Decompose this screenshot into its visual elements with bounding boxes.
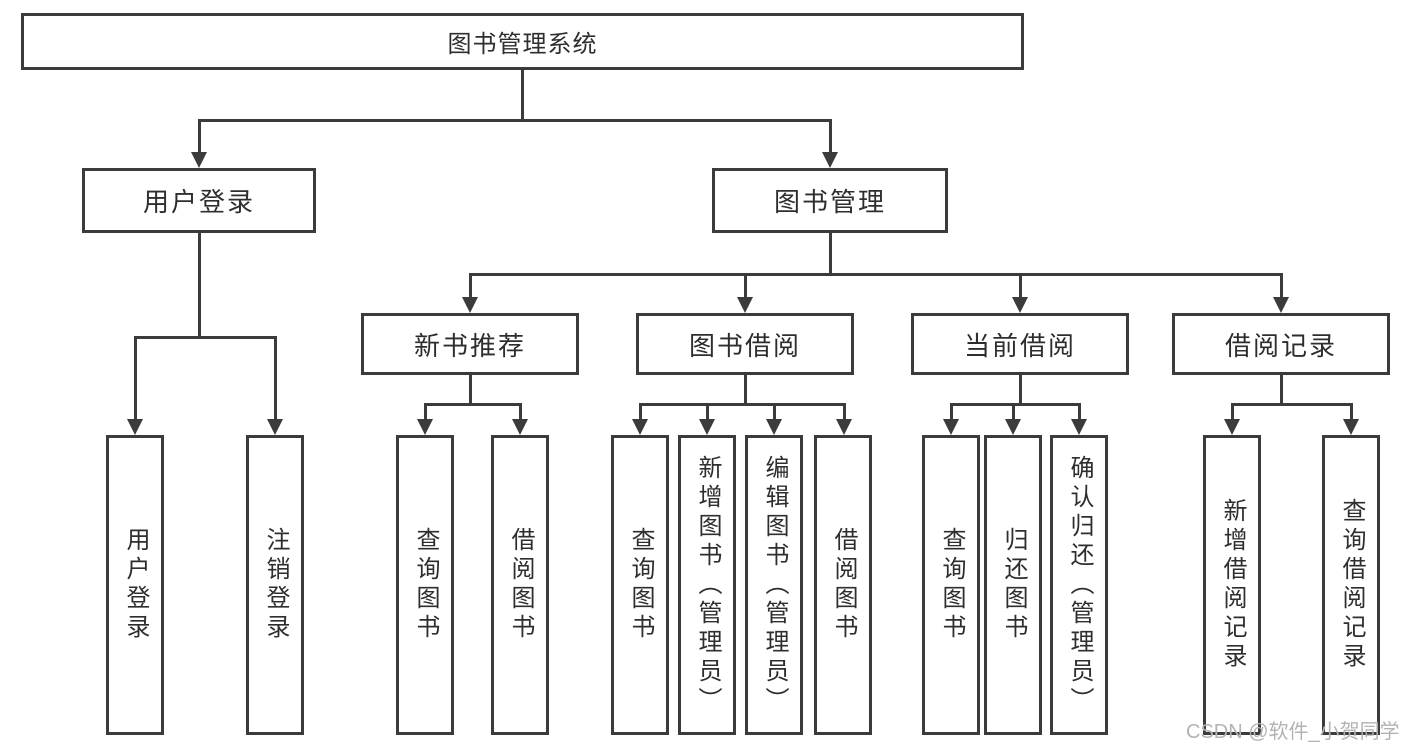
connector-borrowing-records-stem: [1280, 375, 1283, 406]
node-label: 查询借阅记录: [1338, 498, 1365, 672]
node-label: 借阅记录: [1224, 330, 1337, 361]
node-label: 新增借阅记录: [1219, 498, 1246, 672]
connector-book-borrowing-stem: [744, 375, 747, 406]
connector-drop-confirm-return: [1078, 403, 1081, 421]
connector-root-rail: [198, 119, 832, 122]
connector-drop-leaf-user-login: [134, 336, 137, 421]
connector-drop-leaf-logout: [274, 336, 277, 421]
connector-drop-query-current: [950, 403, 953, 421]
node-new-book-recommend: 新书推荐: [361, 313, 579, 375]
arrowhead-current-borrowing: [1012, 297, 1028, 313]
node-label: 归还图书: [1000, 527, 1027, 643]
connector-drop-book-management: [829, 119, 832, 155]
arrowhead-book-management: [822, 152, 838, 168]
arrowhead-query-borrowing: [632, 419, 648, 435]
connector-drop-query-recommend: [424, 403, 427, 421]
node-label: 用户登录: [142, 187, 255, 217]
arrowhead-book-borrowing: [737, 297, 753, 313]
arrowhead-borrow-recommend: [512, 419, 528, 435]
connector-current-borrowing-stem: [1019, 375, 1022, 406]
node-label: 图书借阅: [688, 330, 801, 361]
connector-book-management-rail: [469, 273, 1283, 276]
node-label: 借阅图书: [507, 527, 534, 643]
leaf-query-borrow-record: 查询借阅记录: [1322, 435, 1380, 735]
arrowhead-borrow-borrowing: [836, 419, 852, 435]
node-current-borrowing: 当前借阅: [911, 313, 1129, 375]
node-label: 图书管理系统: [447, 31, 598, 58]
node-user-login: 用户登录: [82, 168, 316, 233]
connector-drop-user-login: [198, 119, 201, 155]
connector-borrowing-records-rail: [1231, 403, 1352, 406]
connector-drop-add-books: [706, 403, 709, 421]
arrowhead-edit-books: [766, 419, 782, 435]
leaf-return-books: 归还图书: [984, 435, 1042, 735]
arrowhead-confirm-return: [1071, 419, 1087, 435]
node-book-management: 图书管理: [712, 168, 948, 233]
node-label: 用户登录: [122, 527, 149, 643]
node-label: 查询图书: [412, 527, 439, 643]
arrowhead-leaf-logout: [267, 419, 283, 435]
node-label: 新增图书（管理员）: [694, 454, 721, 716]
connector-drop-current-borrowing: [1019, 273, 1022, 299]
connector-book-borrowing-rail: [639, 403, 846, 406]
connector-drop-book-borrowing: [744, 273, 747, 299]
leaf-edit-books-admin: 编辑图书（管理员）: [745, 435, 803, 735]
leaf-add-books-admin: 新增图书（管理员）: [678, 435, 736, 735]
connector-drop-borrowing-records: [1280, 273, 1283, 299]
leaf-borrow-books-recommend: 借阅图书: [491, 435, 549, 735]
connector-drop-edit-books: [773, 403, 776, 421]
connector-user-login-stem: [198, 233, 201, 339]
leaf-user-login: 用户登录: [106, 435, 164, 735]
arrowhead-add-record: [1224, 419, 1240, 435]
node-book-borrowing: 图书借阅: [636, 313, 854, 375]
arrowhead-borrowing-records: [1273, 297, 1289, 313]
arrowhead-return-books: [1005, 419, 1021, 435]
csdn-watermark: CSDN @软件_小贺同学: [1186, 721, 1400, 743]
connector-drop-query-record: [1350, 403, 1353, 421]
node-borrowing-records: 借阅记录: [1172, 313, 1390, 375]
leaf-logout: 注销登录: [246, 435, 304, 735]
connector-current-borrowing-rail: [950, 403, 1081, 406]
connector-drop-query-borrowing: [639, 403, 642, 421]
connector-root-stem: [521, 68, 524, 122]
connector-book-management-stem: [829, 233, 832, 276]
leaf-confirm-return-admin: 确认归还（管理员）: [1050, 435, 1108, 735]
leaf-query-books-current: 查询图书: [922, 435, 980, 735]
node-label: 查询图书: [938, 527, 965, 643]
arrowhead-add-books: [699, 419, 715, 435]
leaf-borrow-books-borrowing: 借阅图书: [814, 435, 872, 735]
node-label: 注销登录: [262, 527, 289, 643]
connector-drop-borrow-borrowing: [843, 403, 846, 421]
connector-new-book-stem: [469, 375, 472, 406]
node-label: 编辑图书（管理员）: [761, 454, 788, 716]
leaf-query-books-borrowing: 查询图书: [611, 435, 669, 735]
node-label: 当前借阅: [963, 330, 1076, 361]
leaf-query-books-recommend: 查询图书: [396, 435, 454, 735]
arrowhead-query-record: [1343, 419, 1359, 435]
node-label: 图书管理: [773, 187, 886, 217]
connector-new-book-rail: [424, 403, 522, 406]
node-label: 确认归还（管理员）: [1066, 454, 1093, 716]
connector-drop-return-books: [1012, 403, 1015, 421]
node-label: 查询图书: [627, 527, 654, 643]
connector-drop-new-book: [469, 273, 472, 299]
arrowhead-user-login: [191, 152, 207, 168]
node-library-management-system: 图书管理系统: [21, 13, 1024, 70]
arrowhead-leaf-user-login: [127, 419, 143, 435]
leaf-add-borrow-record: 新增借阅记录: [1203, 435, 1261, 735]
node-label: 新书推荐: [413, 330, 526, 361]
arrowhead-query-current: [943, 419, 959, 435]
arrowhead-query-recommend: [417, 419, 433, 435]
connector-user-login-rail: [134, 336, 277, 339]
connector-drop-borrow-recommend: [519, 403, 522, 421]
connector-drop-add-record: [1231, 403, 1234, 421]
arrowhead-new-book: [462, 297, 478, 313]
node-label: 借阅图书: [830, 527, 857, 643]
